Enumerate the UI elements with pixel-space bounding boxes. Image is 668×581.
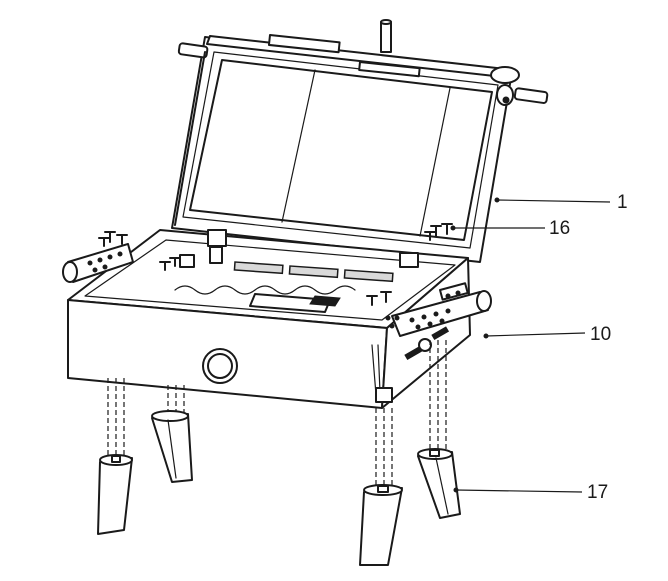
- callout-screws: 16: [450, 218, 570, 239]
- lid: [171, 19, 549, 263]
- side-handles: [62, 243, 492, 337]
- callout-label-legs: 17: [587, 482, 608, 503]
- callout-label-screws: 16: [549, 218, 570, 239]
- callout-handle: 10: [483, 324, 611, 345]
- screws: [98, 223, 453, 329]
- legs: [97, 340, 461, 566]
- callout-legs: 17: [453, 482, 608, 503]
- callout-label-lid: 1: [617, 192, 628, 213]
- grill-body: [67, 229, 471, 409]
- callout-lid: 1: [494, 192, 628, 213]
- callout-label-handle: 10: [590, 324, 611, 345]
